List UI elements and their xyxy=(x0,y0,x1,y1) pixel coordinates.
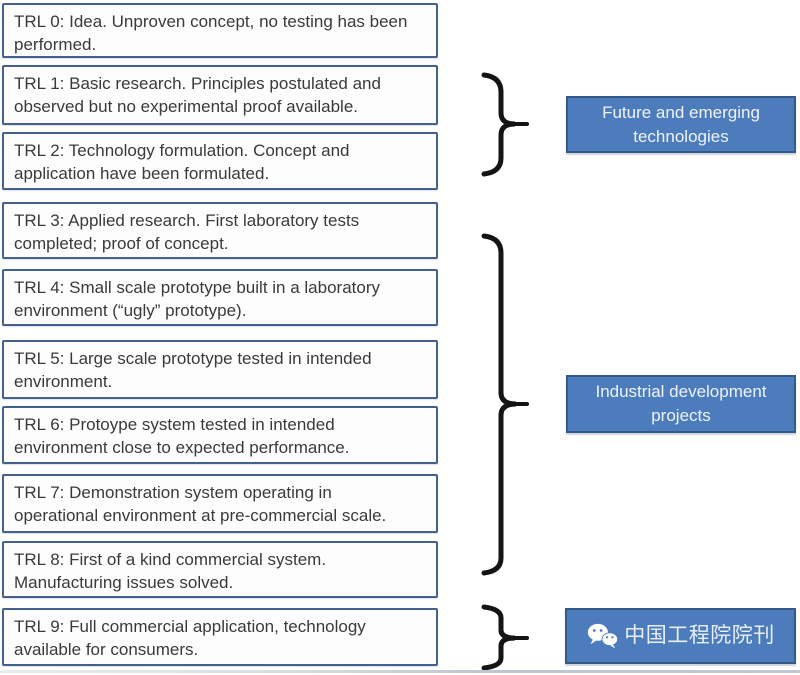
trl-box-9: TRL 9: Full commercial application, tech… xyxy=(2,608,438,666)
trl-box-0: TRL 0: Idea. Unproven concept, no testin… xyxy=(2,3,438,58)
trl-box-1: TRL 1: Basic research. Principles postul… xyxy=(2,65,438,125)
trl-box-4: TRL 4: Small scale prototype built in a … xyxy=(2,269,438,326)
brace-trl9 xyxy=(481,604,529,671)
watermark-text: 中国工程院院刊 xyxy=(624,624,775,647)
wechat-icon xyxy=(588,623,619,649)
group-box-watermark: 中国工程院院刊 xyxy=(565,608,796,664)
trl-box-8: TRL 8: First of a kind commercial system… xyxy=(2,541,438,598)
group-box-industrial-development: Industrial development projects xyxy=(566,375,796,433)
trl-box-2: TRL 2: Technology formulation. Concept a… xyxy=(2,132,438,190)
group-label-industrial-development: Industrial development projects xyxy=(595,382,767,425)
group-label-future-emerging: Future and emerging technologies xyxy=(602,102,760,146)
group-box-future-emerging: Future and emerging technologies xyxy=(566,96,796,153)
trl-box-3: TRL 3: Applied research. First laborator… xyxy=(2,202,438,259)
bottom-edge-line xyxy=(0,670,800,673)
brace-industrial-development xyxy=(481,233,529,576)
brace-future-emerging xyxy=(481,72,529,177)
trl-box-5: TRL 5: Large scale prototype tested in i… xyxy=(2,340,438,399)
trl-box-6: TRL 6: Protoype system tested in intende… xyxy=(2,406,438,464)
trl-box-7: TRL 7: Demonstration system operating in… xyxy=(2,474,438,533)
